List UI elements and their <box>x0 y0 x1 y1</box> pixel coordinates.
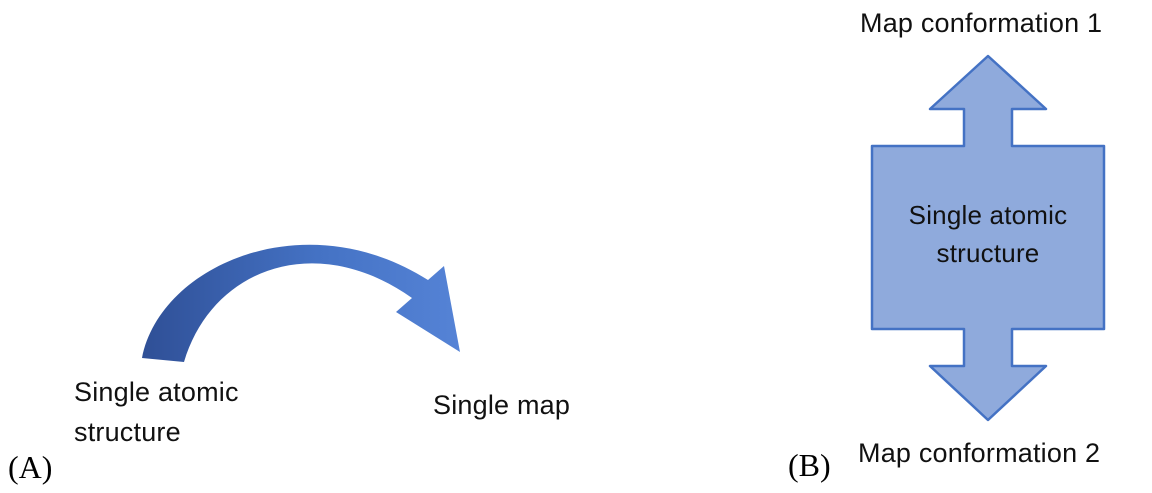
double-headed-arrow-icon <box>870 54 1106 422</box>
curved-arrow-path <box>142 244 460 362</box>
map-conformation-2-label: Map conformation 2 <box>858 438 1101 468</box>
single-map-label: Single map <box>433 390 571 420</box>
map-conformation-1-label: Map conformation 1 <box>860 8 1103 38</box>
panel-b-letter: (B) <box>788 447 831 483</box>
single-atomic-structure-label-line1: Single atomic <box>74 377 239 407</box>
single-atomic-structure-label: Single atomic structure <box>74 372 239 452</box>
curved-arrow-icon <box>142 244 460 362</box>
center-label-line2: structure <box>936 238 1040 268</box>
panel-a-letter: (A) <box>8 449 53 485</box>
single-atomic-structure-center-label: Single atomic structure <box>872 196 1104 272</box>
single-atomic-structure-label-line2: structure <box>74 417 181 447</box>
double-headed-arrow-shape <box>870 54 1106 422</box>
center-label-line1: Single atomic <box>908 200 1068 230</box>
